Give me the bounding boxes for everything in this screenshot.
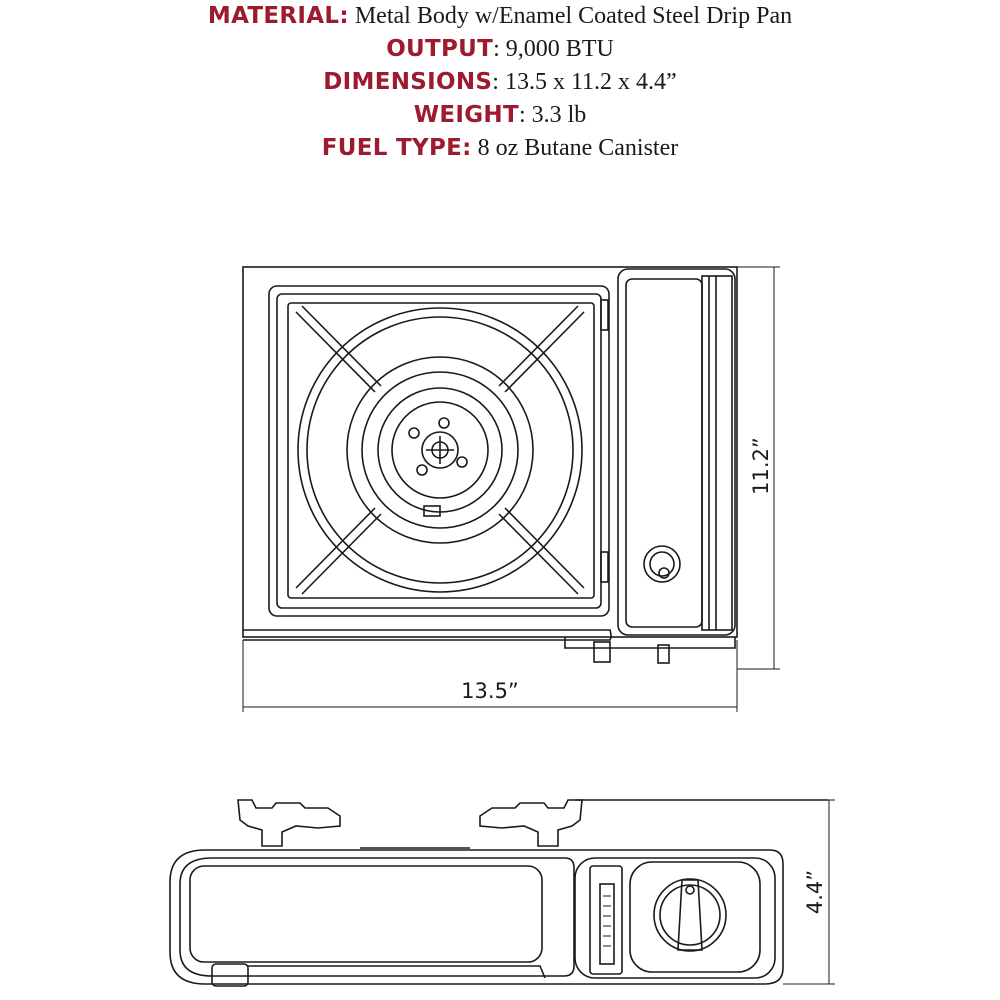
lower-ledge <box>564 637 736 649</box>
width-label: 13.5” <box>461 679 519 703</box>
control-knob-inner <box>649 551 675 577</box>
spec-label: OUTPUT <box>386 36 494 62</box>
lower-nub <box>657 644 670 664</box>
spec-label: DIMENSIONS <box>323 69 493 95</box>
spec-value: : 13.5 x 11.2 x 4.4” <box>492 69 677 95</box>
spec-value: : 3.3 lb <box>518 102 587 128</box>
width-dimension <box>242 640 738 712</box>
drip-pan-outer <box>268 285 610 617</box>
knob-bezel <box>629 861 761 973</box>
burner-port <box>408 427 420 439</box>
pan-clip-bottom <box>600 551 609 583</box>
compartment-outline <box>617 268 736 636</box>
pot-support-right <box>479 799 583 847</box>
canister-compartment <box>564 268 736 664</box>
drip-pan-inner <box>276 293 602 609</box>
burner-head <box>391 401 489 499</box>
depth-dimension <box>737 266 780 670</box>
burner-assembly <box>295 305 585 595</box>
spec-label: WEIGHT <box>413 102 519 128</box>
igniter-tip <box>423 505 441 517</box>
pot-support-arm-bl <box>295 507 382 595</box>
spec-label: MATERIAL: <box>207 3 349 29</box>
burner-port <box>438 417 450 429</box>
knob-handle <box>677 879 703 951</box>
base-strip <box>243 629 612 641</box>
control-knob-top <box>643 545 681 583</box>
spec-value: Metal Body w/Enamel Coated Steel Drip Pa… <box>348 3 793 29</box>
pot-support-arm-br <box>498 507 585 595</box>
burner-port <box>456 456 468 468</box>
spec-value: 8 oz Butane Canister <box>471 135 679 161</box>
burner-cap <box>421 431 459 469</box>
spec-material: MATERIAL: Metal Body w/Enamel Coated Ste… <box>0 0 1000 33</box>
gauge-slot <box>589 865 623 975</box>
control-knob-dot <box>658 567 670 579</box>
spec-fuel-type: FUEL TYPE: 8 oz Butane Canister <box>0 132 1000 165</box>
control-housing <box>574 857 776 979</box>
spec-list: MATERIAL: Metal Body w/Enamel Coated Ste… <box>0 0 1000 165</box>
height-label: 4.4” <box>803 870 827 914</box>
stove-body-outline <box>242 266 738 638</box>
compartment-lid <box>625 278 703 628</box>
drip-pan-edge <box>287 302 595 599</box>
spec-weight: WEIGHT: 3.3 lb <box>0 99 1000 132</box>
front-view: 4.4” <box>169 799 835 987</box>
compartment-side <box>701 275 733 631</box>
control-knob-ring <box>659 884 721 946</box>
pan-clip-top <box>600 299 609 331</box>
top-view: 13.5” 11.2” <box>242 266 780 712</box>
burner-ring-3 <box>346 356 534 544</box>
control-knob <box>653 878 727 952</box>
pot-support-left <box>237 799 341 847</box>
gauge-ticks <box>603 895 611 947</box>
knob-pointer <box>685 885 695 895</box>
bottom-profile <box>248 965 546 979</box>
front-body-outline <box>169 849 784 985</box>
height-dimension <box>783 799 835 985</box>
latch-tab <box>593 641 611 663</box>
front-panel <box>189 865 543 963</box>
pot-support-arm-tr <box>498 305 585 393</box>
burner-port <box>416 464 428 476</box>
spec-value: : 9,000 BTU <box>493 36 614 62</box>
pot-support-arm-tl <box>295 305 382 393</box>
burner-cross <box>426 436 454 464</box>
burner-ring-4 <box>361 371 519 529</box>
front-body-inner <box>179 857 575 977</box>
spec-dimensions: DIMENSIONS: 13.5 x 11.2 x 4.4” <box>0 66 1000 99</box>
depth-label: 11.2” <box>749 437 773 495</box>
gauge-window <box>599 883 615 965</box>
compartment-ribs <box>708 276 717 630</box>
burner-ring-outer <box>297 307 583 593</box>
spec-output: OUTPUT: 9,000 BTU <box>0 33 1000 66</box>
spec-label: FUEL TYPE: <box>321 135 472 161</box>
front-foot <box>211 963 249 987</box>
burner-ring-2 <box>306 316 574 584</box>
